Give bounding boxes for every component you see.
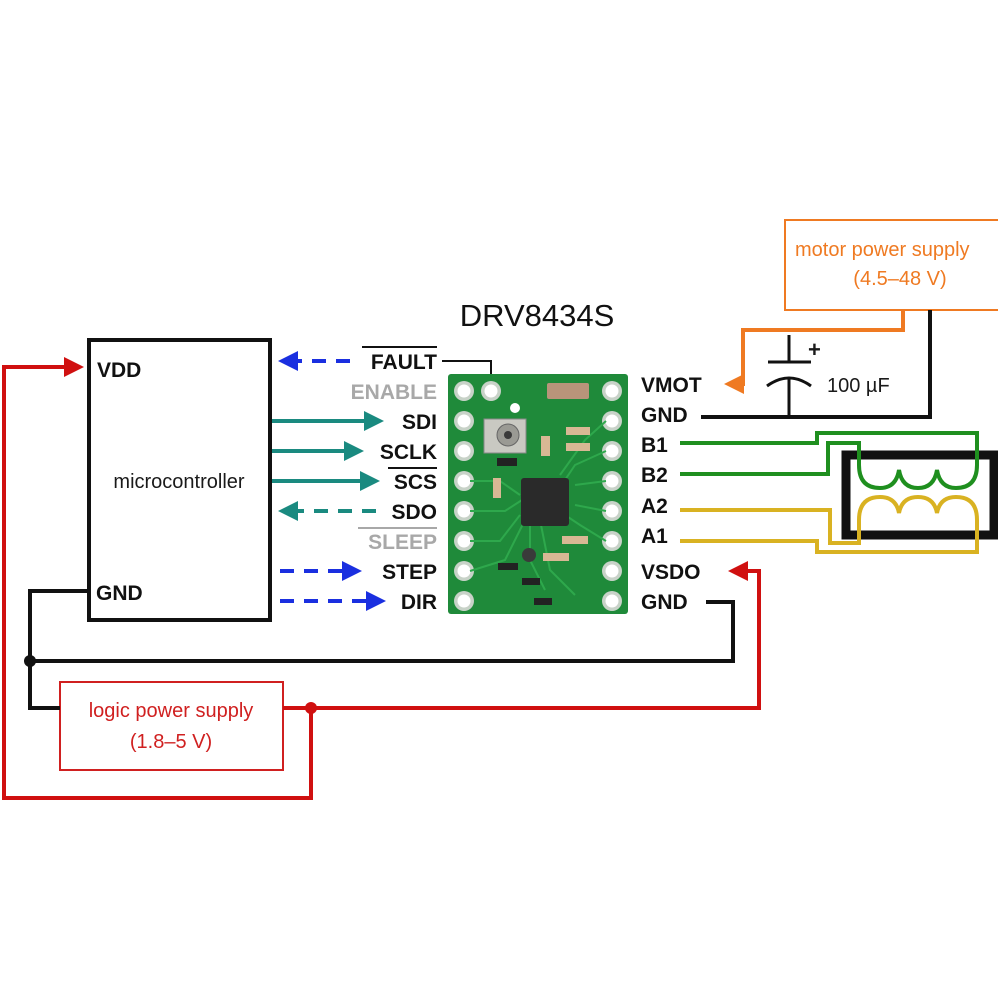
right-pin-labels: VMOT GND B1 B2 A2 A1 VSDO GND xyxy=(641,374,702,614)
capacitor-value: 100 µF xyxy=(827,375,890,397)
pin-label-dir: DIR xyxy=(401,591,437,614)
pin-label-step: STEP xyxy=(382,561,437,584)
pin-label-scs: SCS xyxy=(394,471,437,494)
fault-pin-hole-hole xyxy=(484,384,498,398)
stepper-motor xyxy=(680,431,998,554)
gnd-junction-dot xyxy=(24,655,36,667)
pin-hole-right-hole xyxy=(605,384,619,398)
wire-b2 xyxy=(680,441,861,476)
pin-label-b2: B2 xyxy=(641,464,668,487)
pin-hole-left-hole xyxy=(457,534,471,548)
pin-label-fault: FAULT xyxy=(371,351,437,374)
pin-label-sleep: SLEEP xyxy=(368,531,437,554)
capacitor-polarity: + xyxy=(808,337,821,362)
pin-hole-left-hole xyxy=(457,414,471,428)
pin-label-gnd-logic: GND xyxy=(641,591,688,614)
pin-label-sdo: SDO xyxy=(391,501,437,524)
left-pin-labels: FAULT ENABLE SDI SCLK SCS SDO SLEEP STEP… xyxy=(351,346,437,614)
pin-label-vsdo: VSDO xyxy=(641,561,701,584)
motor-body xyxy=(841,450,998,540)
pin-holes-left xyxy=(454,381,501,611)
wire-a1 xyxy=(680,520,979,554)
motor-supply-line2: (4.5–48 V) xyxy=(853,268,946,290)
pin-holes-right xyxy=(602,381,622,611)
microcontroller-block: VDD microcontroller GND xyxy=(87,338,272,622)
wire-b1 xyxy=(680,431,979,465)
mcu-pin-vdd: VDD xyxy=(97,359,141,382)
pin-hole-right-hole xyxy=(605,564,619,578)
pin-hole-right-hole xyxy=(605,414,619,428)
vmot-wire xyxy=(724,310,905,394)
motor-gnd-wire xyxy=(701,310,932,419)
logic-supply-line1: logic power supply xyxy=(89,700,254,722)
pin-hole-right-hole xyxy=(605,444,619,458)
pin-hole-right-hole xyxy=(605,504,619,518)
pin-label-a1: A1 xyxy=(641,525,668,548)
pin-hole-left-hole xyxy=(457,564,471,578)
vsdo-wire xyxy=(283,561,761,710)
logic-power-supply: logic power supply (1.8–5 V) xyxy=(59,681,284,771)
pin-hole-left-hole xyxy=(457,504,471,518)
coil-b xyxy=(857,464,979,491)
pin-hole-left-hole xyxy=(457,444,471,458)
motor-shaft xyxy=(992,480,998,510)
pin-hole-left-hole xyxy=(457,384,471,398)
driver-board xyxy=(448,374,628,614)
mcu-label: microcontroller xyxy=(113,471,244,493)
pin-label-sclk: SCLK xyxy=(380,441,437,464)
driver-chip xyxy=(521,478,569,526)
coil-a xyxy=(857,494,979,521)
pin-label-sdi: SDI xyxy=(402,411,437,434)
pin-label-gnd-motor: GND xyxy=(641,404,688,427)
motor-supply-line1: motor power supply xyxy=(795,239,970,261)
pin-hole-left-hole xyxy=(457,594,471,608)
wire-a2 xyxy=(680,508,861,545)
logic-supply-line2: (1.8–5 V) xyxy=(130,731,212,753)
board-title: DRV8434S xyxy=(460,298,615,333)
vdd-wire xyxy=(2,357,313,800)
smd-capacitor xyxy=(547,383,589,399)
capacitor-symbol: + 100 µF xyxy=(766,335,890,417)
motor-power-supply: motor power supply (4.5–48 V) xyxy=(784,219,998,311)
pin-label-enable: ENABLE xyxy=(351,381,437,404)
pin-label-b1: B1 xyxy=(641,434,668,457)
pin-hole-right-hole xyxy=(605,534,619,548)
pin-hole-right-hole xyxy=(605,474,619,488)
signal-lines xyxy=(272,351,492,611)
mcu-gnd-wire xyxy=(28,589,89,710)
logic-gnd-wire xyxy=(30,600,735,663)
logic-junction-dot xyxy=(305,702,317,714)
mcu-pin-gnd: GND xyxy=(96,582,143,605)
pin-label-a2: A2 xyxy=(641,495,668,518)
pin-hole-right-hole xyxy=(605,594,619,608)
pin-hole-left-hole xyxy=(457,474,471,488)
pin-label-vmot: VMOT xyxy=(641,374,702,397)
